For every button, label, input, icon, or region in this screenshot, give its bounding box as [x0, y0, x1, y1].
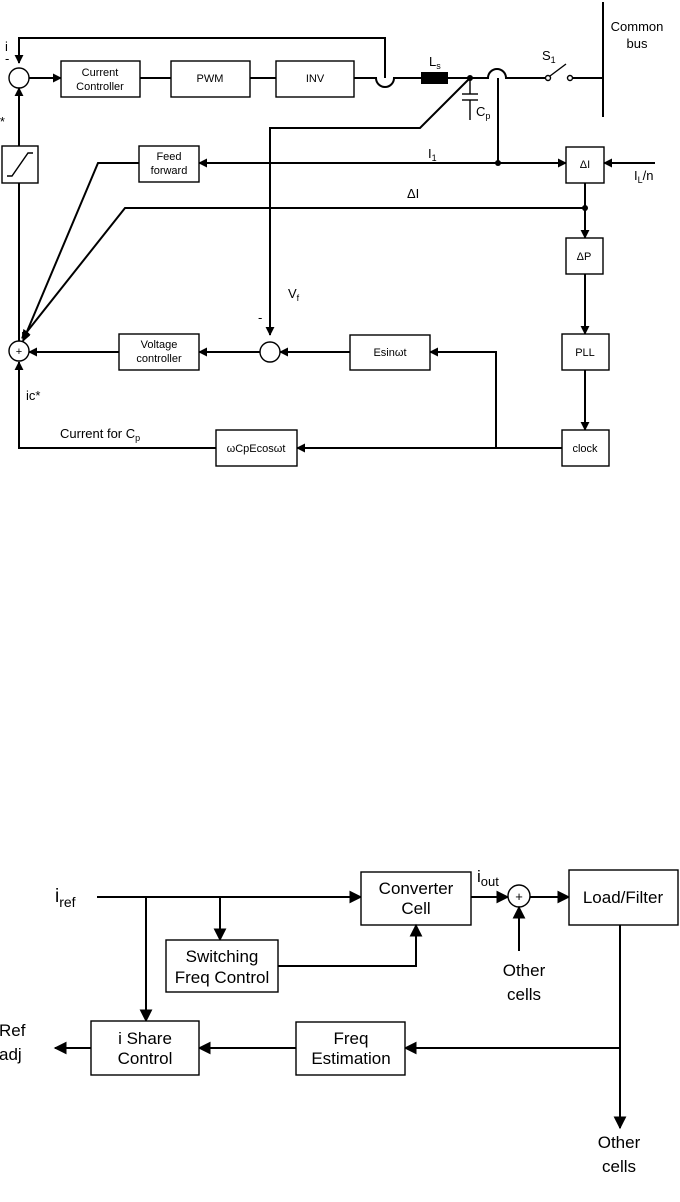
label-s1: S1 — [542, 48, 556, 65]
common-bus-label-2: bus — [627, 36, 648, 51]
label-vf: Vf — [288, 286, 300, 303]
feed-forward-label-2: forward — [151, 165, 188, 177]
wcpecos-label: ωCpEcosωt — [227, 443, 286, 455]
label-delta-i-line: ΔI — [407, 186, 419, 201]
voltage-controller-block — [118, 333, 200, 371]
switching-freq-control-block — [165, 939, 279, 993]
other-cells-1-label-2: cells — [507, 985, 541, 1004]
freq-estimation-label-1: Freq — [334, 1029, 369, 1048]
clock-label: clock — [572, 443, 598, 455]
label-ls: Ls — [429, 54, 441, 71]
delta-p-block — [565, 237, 604, 275]
label-i-top: i — [5, 39, 8, 54]
freq-estimation-label-2: Estimation — [311, 1049, 390, 1068]
current-feedback-wire — [14, 37, 386, 78]
label-minus-vf: - — [258, 310, 262, 325]
label-plus-sum: + — [16, 346, 22, 358]
delta-i-block — [565, 146, 605, 184]
converter-cell-label-2: Cell — [401, 899, 430, 918]
esin-block — [349, 334, 431, 371]
feed-forward-wire — [21, 162, 139, 342]
feed-forward-block — [138, 145, 200, 183]
switch-s1-blade — [549, 63, 567, 77]
i-share-control-block — [90, 1020, 200, 1076]
inv-label: INV — [306, 73, 325, 85]
label-minus-top: - — [5, 51, 9, 66]
label-i1: I1 — [428, 146, 437, 163]
clock-block — [561, 429, 610, 467]
label-cp: Cp — [476, 104, 490, 121]
voltage-controller-label-2: controller — [136, 353, 182, 365]
wire-clock-to-esin — [429, 347, 497, 448]
delta-i-label: ΔI — [580, 159, 590, 171]
pwm-label: PWM — [197, 73, 224, 85]
i-share-control-label-2: Control — [118, 1049, 173, 1068]
label-iref: iref — [55, 886, 76, 910]
power-line-right — [448, 68, 546, 79]
inductor-ls — [421, 72, 448, 84]
vf-sense-wire — [265, 77, 471, 336]
control-block-diagram: i - Current Controller PWM INV Ls Cp S1 — [0, 2, 664, 467]
label-ic-star: ic* — [26, 388, 40, 403]
wire-current-for-cp — [14, 361, 216, 449]
delta-p-label: ΔP — [577, 251, 592, 263]
feed-forward-label-1: Feed — [156, 151, 181, 163]
ref-adj-label-2: adj — [0, 1045, 22, 1064]
load-filter-block — [568, 869, 679, 926]
current-sharing-block-diagram: iref Converter Cell Switching Freq Contr… — [0, 867, 679, 1176]
wire-switching-to-converter — [278, 923, 423, 967]
switching-freq-label-1: Switching — [186, 947, 259, 966]
current-controller-label-1: Current — [82, 67, 119, 79]
delta-i-feedback-wire — [21, 207, 585, 339]
other-cells-1-label-1: Other — [503, 961, 546, 980]
pll-label: PLL — [575, 347, 595, 359]
voltage-summing-junction — [259, 341, 281, 363]
current-summing-junction — [8, 67, 30, 89]
load-filter-label: Load/Filter — [583, 888, 664, 907]
voltage-controller-label-1: Voltage — [141, 339, 178, 351]
label-current-for-cp: Current for Cp — [60, 426, 140, 443]
label-i-star: i* — [0, 114, 5, 129]
current-controller-label-2: Controller — [76, 81, 124, 93]
power-line-left — [354, 77, 421, 88]
switch-s1-pin-2 — [566, 74, 574, 82]
label-iout: iout — [477, 867, 499, 889]
switching-freq-label-2: Freq Control — [175, 968, 269, 987]
other-cells-2-label-1: Other — [598, 1133, 641, 1152]
common-bus-label-1: Common — [611, 19, 664, 34]
pll-block — [561, 333, 610, 371]
limiter-icon — [7, 152, 33, 177]
other-cells-2-label-2: cells — [602, 1157, 636, 1176]
converter-cell-label-1: Converter — [379, 879, 454, 898]
ref-adj-label-1: Ref — [0, 1021, 26, 1040]
esin-label: Esinωt — [373, 347, 406, 359]
label-il-n: IL/n — [634, 168, 653, 185]
label-plus: + — [515, 889, 523, 904]
i-share-control-label-1: i Share — [118, 1029, 172, 1048]
current-controller-block — [60, 60, 141, 98]
switch-s1-pin-1 — [544, 74, 552, 82]
